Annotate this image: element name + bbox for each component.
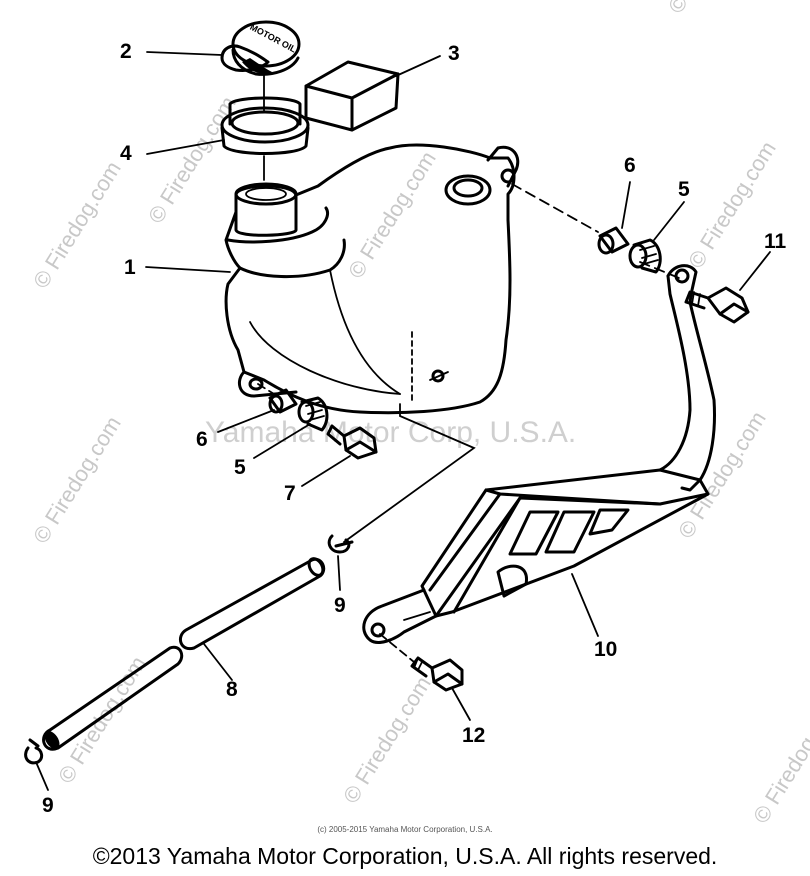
damper-part-left bbox=[297, 396, 329, 432]
part-label-5-right: 5 bbox=[678, 178, 690, 201]
watermark: © Firedog.com bbox=[143, 92, 241, 228]
leader-line bbox=[621, 181, 631, 229]
watermark: © Firedog.com bbox=[343, 147, 441, 283]
foam-block-part bbox=[304, 60, 400, 132]
guide-line bbox=[511, 183, 599, 233]
leader-line bbox=[395, 55, 441, 77]
part-label-7: 7 bbox=[284, 482, 296, 505]
part-label-6-left: 6 bbox=[196, 428, 208, 451]
copyright-footer: ©2013 Yamaha Motor Corporation, U.S.A. A… bbox=[92, 843, 718, 869]
oil-cap-part: MOTOR OIL bbox=[220, 20, 301, 76]
part-label-6-right: 6 bbox=[624, 154, 636, 177]
leader-line bbox=[301, 455, 351, 487]
grommet-part bbox=[220, 96, 310, 155]
bracket-part bbox=[362, 264, 716, 644]
part-label-4: 4 bbox=[120, 142, 132, 165]
bolt-part-12 bbox=[410, 656, 464, 692]
part-label-1: 1 bbox=[124, 256, 136, 279]
collar-part-left bbox=[268, 388, 298, 414]
cap-text: MOTOR OIL bbox=[248, 22, 298, 55]
watermark-group: © Firedog.com © Firedog.com © Firedog.co… bbox=[28, 0, 810, 828]
leader-line bbox=[253, 423, 311, 459]
watermark: © Firedog.com bbox=[28, 412, 126, 548]
damper-part-right bbox=[628, 238, 662, 274]
watermark-center: Yamaha Motor Corp, U.S.A. bbox=[205, 416, 576, 449]
leader-line bbox=[739, 251, 771, 291]
leader-line bbox=[146, 139, 225, 155]
part-label-9-bottom: 9 bbox=[42, 794, 54, 817]
guide-line bbox=[379, 633, 415, 663]
watermark: © Firedog.com bbox=[338, 672, 436, 808]
leader-line bbox=[653, 201, 685, 241]
part-label-5-left: 5 bbox=[234, 456, 246, 479]
part-label-12: 12 bbox=[462, 724, 485, 747]
leader-line bbox=[451, 687, 471, 721]
part-label-11: 11 bbox=[764, 230, 787, 253]
leader-line bbox=[337, 555, 341, 591]
clip-part-bottom bbox=[24, 738, 44, 765]
watermark: © Firedog.com bbox=[663, 0, 761, 18]
collar-part-right bbox=[597, 226, 630, 255]
oil-tank-part bbox=[224, 143, 520, 415]
part-labels: 2 3 4 1 6 5 11 6 5 7 9 10 8 12 9 bbox=[42, 40, 787, 817]
leader-line bbox=[146, 51, 223, 56]
part-label-10: 10 bbox=[594, 638, 617, 661]
leader-line bbox=[571, 573, 599, 637]
watermark: © Firedog.com bbox=[748, 692, 810, 828]
part-label-8: 8 bbox=[226, 678, 238, 701]
part-label-2: 2 bbox=[120, 40, 132, 63]
clip-part-top bbox=[327, 534, 354, 554]
guide-line bbox=[257, 383, 275, 395]
leader-line bbox=[203, 643, 233, 681]
small-copyright: (c) 2005-2015 Yamaha Motor Corporation, … bbox=[317, 825, 493, 834]
leader-line bbox=[217, 409, 275, 433]
part-label-3: 3 bbox=[448, 42, 460, 65]
bolt-part-7 bbox=[326, 424, 378, 460]
bolt-part-11 bbox=[684, 286, 750, 324]
part-label-9-top: 9 bbox=[334, 594, 346, 617]
leader-line bbox=[145, 266, 231, 273]
hose-part bbox=[42, 557, 326, 751]
watermark: © Firedog.com bbox=[28, 157, 126, 293]
guide-line bbox=[343, 403, 476, 543]
leader-line bbox=[35, 761, 49, 791]
